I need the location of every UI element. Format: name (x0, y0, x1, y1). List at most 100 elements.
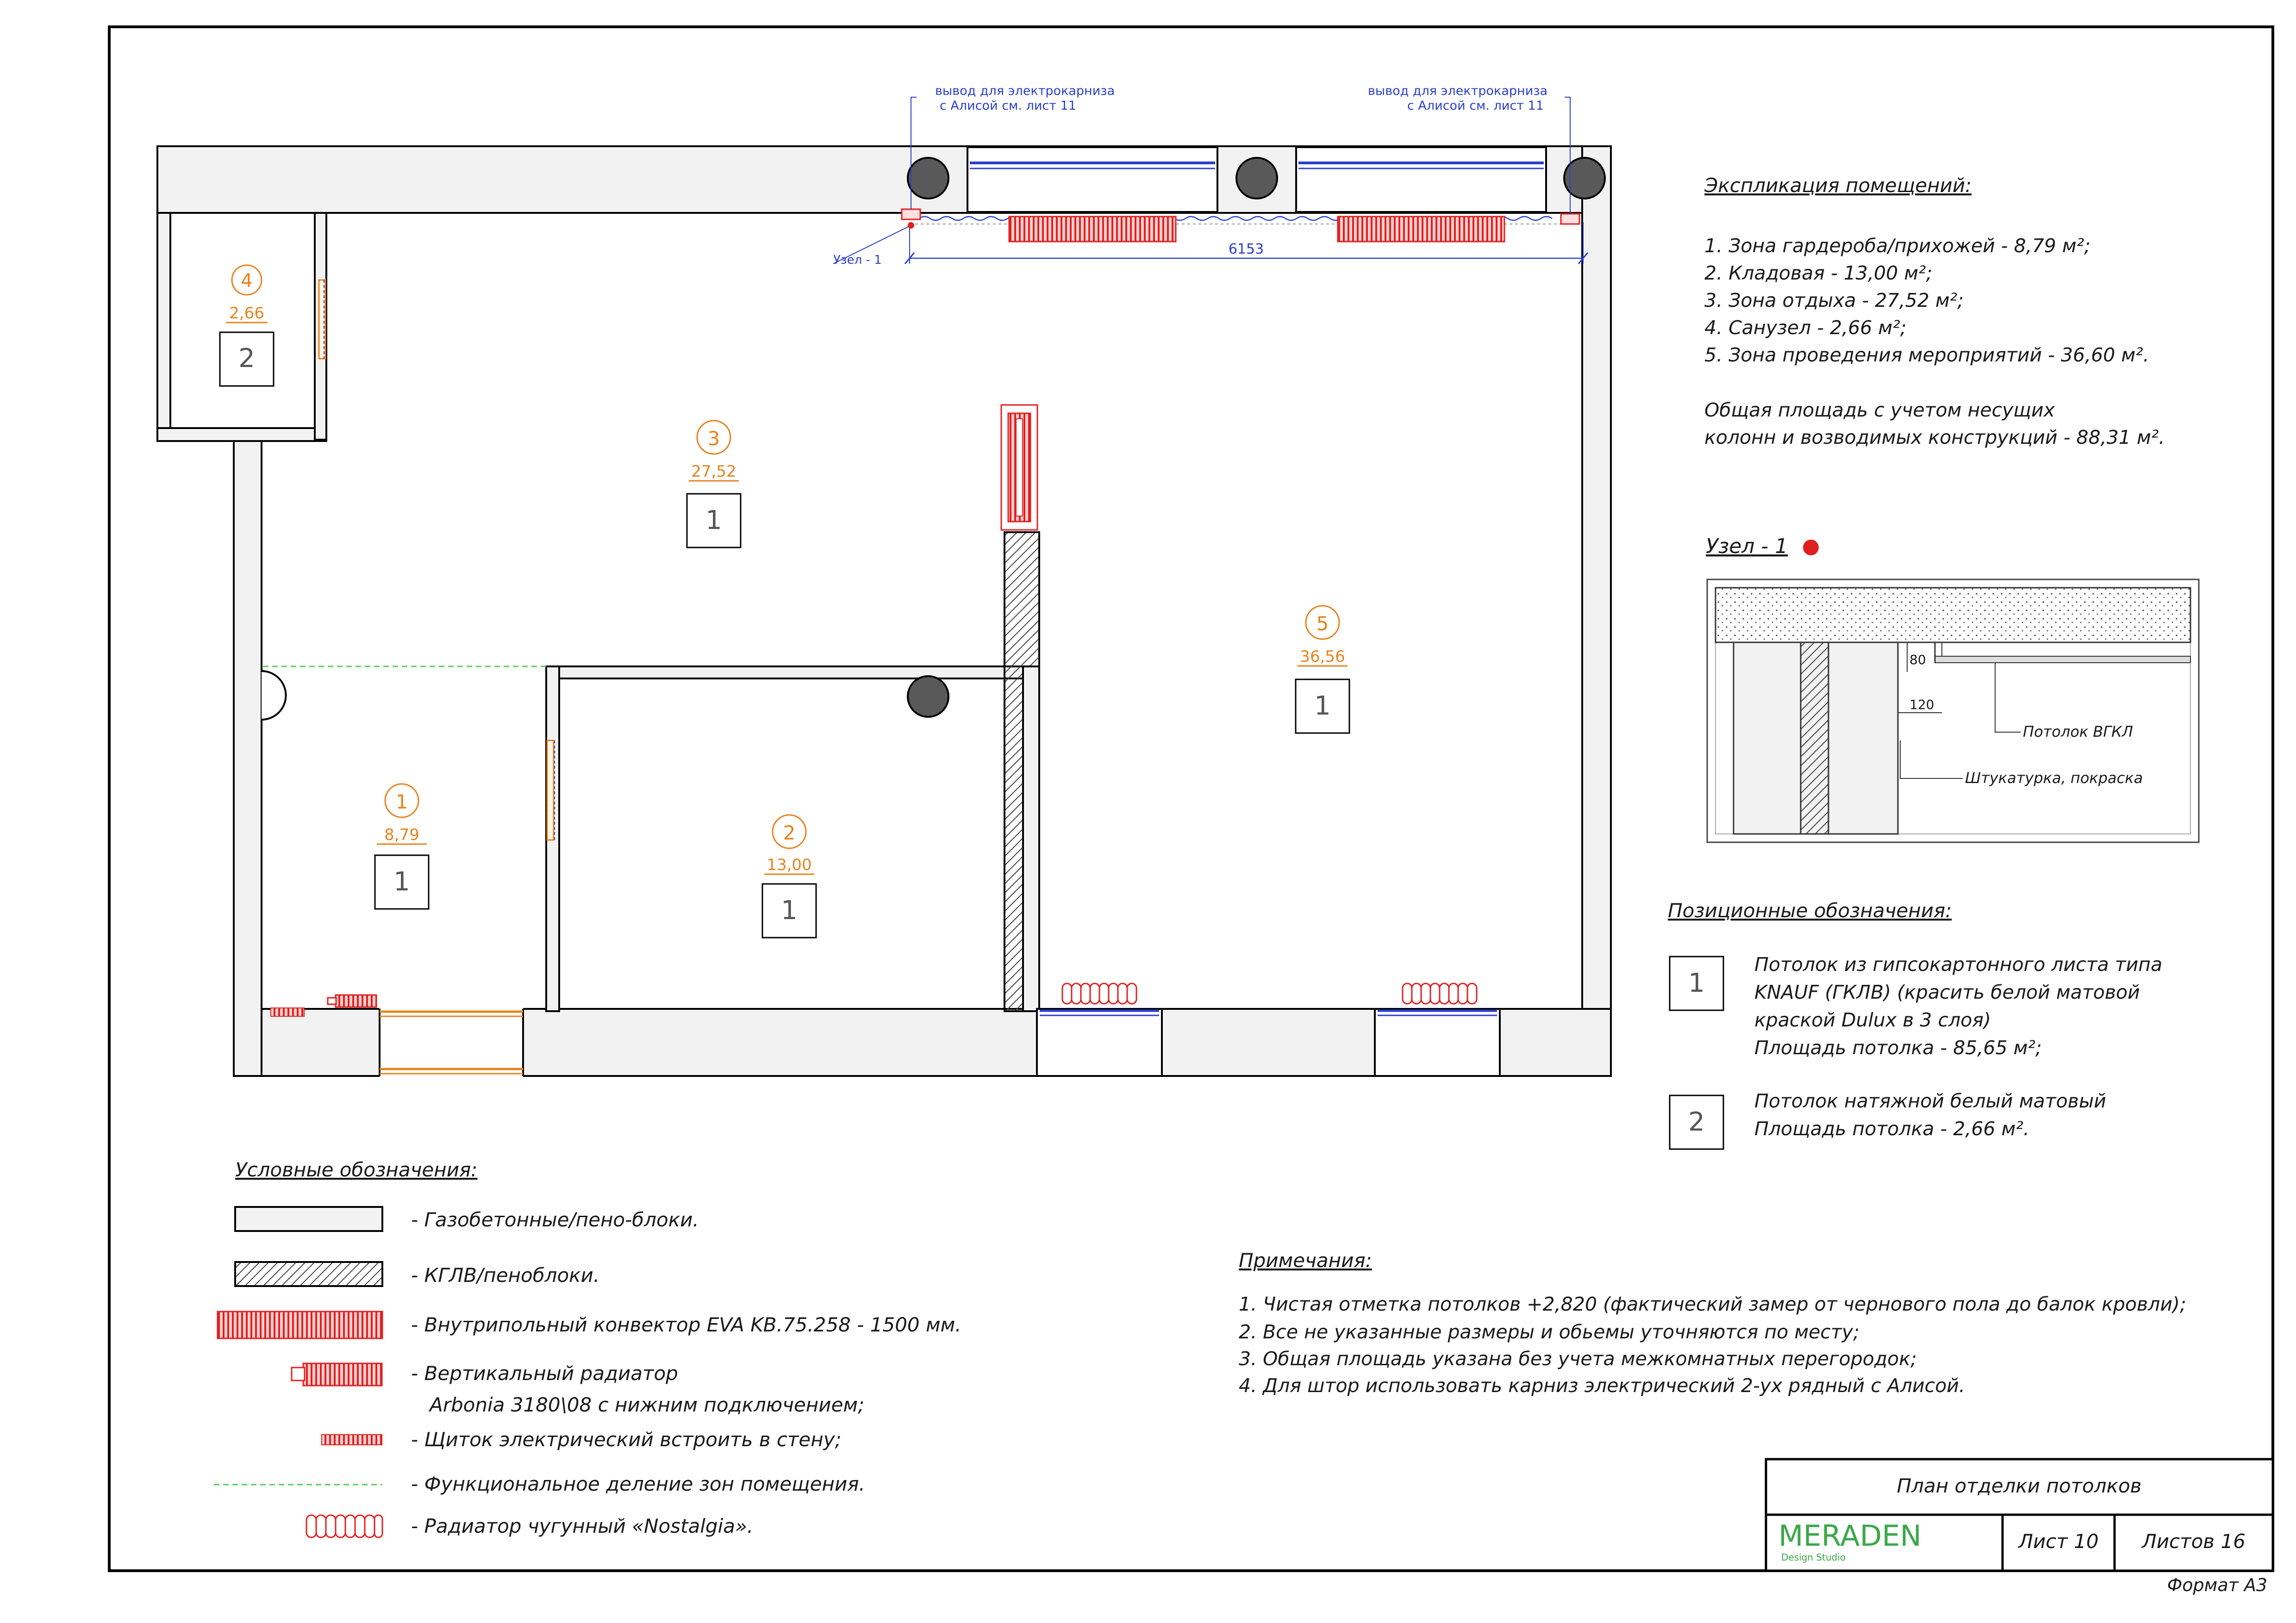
svg-text:1: 1 (1688, 968, 1705, 998)
svg-text:1: 1 (393, 867, 410, 897)
sheet-format: Формат А3 (2167, 1575, 2267, 1595)
room-tag-1: 1 8,79 1 (374, 783, 430, 910)
svg-text:1: 1 (781, 895, 798, 926)
svg-text:Потолок ВГКЛ: Потолок ВГКЛ (2023, 723, 2133, 740)
partition-storage-top (545, 665, 1040, 679)
cornice-callout-right: вывод для электрокарниза с Алисой см. ли… (1368, 84, 1547, 113)
svg-text:4: 4 (241, 270, 252, 292)
column (1563, 157, 1606, 199)
floor-convector (1337, 216, 1505, 243)
svg-text:Потолок натяжной белый матовый: Потолок натяжной белый матовый (1754, 1090, 2106, 1112)
svg-text:колонн и возводимых конструкци: колонн и возводимых конструкций - 88,31 … (1704, 426, 2165, 448)
explication: Экспликация помещений: 1. Зона гардероба… (1704, 174, 2165, 448)
legend-convector-symbol (217, 1311, 383, 1339)
svg-text:2: 2 (783, 821, 796, 844)
room-tag-4: 4 2,66 2 (219, 264, 275, 387)
legend-title: Условные обозначения: (235, 1158, 477, 1181)
room-tag-3: 3 27,52 1 (686, 420, 742, 548)
svg-text:4. Для штор использовать карни: 4. Для штор использовать карниз электрич… (1239, 1374, 1965, 1397)
svg-text:Площадь потолка - 2,66 м².: Площадь потолка - 2,66 м². (1754, 1118, 2029, 1140)
svg-text:вывод для электрокарниза: вывод для электрокарниза (1368, 84, 1547, 98)
svg-text:- Радиатор чугунный «Nostalgia: - Радиатор чугунный «Nostalgia». (411, 1515, 753, 1537)
node-marker (908, 222, 914, 229)
node-marker-icon (1803, 540, 1819, 555)
cornice-outlet (1560, 213, 1580, 225)
svg-text:3. Общая площадь указана без у: 3. Общая площадь указана без учета межко… (1239, 1348, 1917, 1370)
cornice-callout-left: вывод для электрокарниза с Алисой см. ли… (935, 84, 1115, 113)
svg-text:5. Зона проведения мероприятий: 5. Зона проведения мероприятий - 36,60 м… (1704, 344, 2149, 366)
storage-door (546, 740, 555, 841)
column (1235, 157, 1278, 199)
notes-title: Примечания: (1239, 1249, 1372, 1272)
svg-text:1. Чистая отметка потолков +2,: 1. Чистая отметка потолков +2,820 (факти… (1239, 1293, 2186, 1315)
svg-text:с Алисой см. лист 11: с Алисой см. лист 11 (1407, 99, 1544, 113)
sheet-number: Лист 10 (2017, 1530, 2098, 1553)
wall-right (1581, 145, 1612, 1013)
svg-text:2. Все не указанные размеры и: 2. Все не указанные размеры и обьемы уто… (1239, 1321, 1859, 1343)
node-detail: Узел - 1 80 120 Потолок ВГКЛ Штукатурка,… (1706, 535, 2200, 843)
bathroom-door (318, 279, 326, 360)
dimension-text: 6153 (1229, 241, 1264, 257)
svg-text:8,79: 8,79 (384, 826, 419, 844)
svg-text:- Газобетонные/пено-блоки.: - Газобетонные/пено-блоки. (411, 1208, 699, 1231)
svg-text:4. Санузел - 2,66 м²;: 4. Санузел - 2,66 м²; (1704, 317, 1907, 339)
svg-text:краской Dulux в 3 слоя): краской Dulux в 3 слоя) (1754, 1009, 1991, 1031)
positions-title: Позиционные обозначения: (1668, 899, 1952, 922)
svg-text:с Алисой см. лист 11: с Алисой см. лист 11 (940, 99, 1076, 113)
brand-logo: MERADEN (1778, 1519, 1922, 1553)
drawing-title: План отделки потолков (1897, 1474, 2142, 1497)
brand-subtitle: Design Studio (1781, 1552, 1846, 1563)
room-tag-5: 5 36,56 1 (1295, 605, 1350, 734)
svg-text:36,56: 36,56 (1300, 647, 1345, 666)
svg-text:13,00: 13,00 (767, 856, 811, 874)
svg-text:2. Кладовая - 13,00 м²;: 2. Кладовая - 13,00 м²; (1704, 262, 1932, 284)
legend-electric-panel-symbol (321, 1434, 382, 1445)
wall-left (233, 439, 262, 1077)
svg-text:27,52: 27,52 (691, 462, 736, 481)
svg-text:Площадь потолка - 85,65 м²;: Площадь потолка - 85,65 м²; (1754, 1037, 2042, 1059)
svg-text:2: 2 (1688, 1107, 1705, 1137)
svg-text:Штукатурка, покраска: Штукатурка, покраска (1965, 769, 2143, 787)
svg-text:1: 1 (705, 505, 722, 535)
electric-panel (270, 1007, 305, 1017)
title-block: План отделки потолков MERADEN Design Stu… (1765, 1458, 2274, 1572)
svg-text:3: 3 (708, 427, 720, 450)
floor-plan: 6153 (156, 97, 1612, 1077)
notes: Примечания: 1. Чистая отметка потолков +… (1239, 1249, 2186, 1397)
svg-text:Arbonia 3180\08 с нижним подкл: Arbonia 3180\08 с нижним подключением; (428, 1393, 864, 1416)
svg-text:- КГЛВ/пеноблоки.: - КГЛВ/пеноблоки. (411, 1264, 599, 1287)
svg-text:1: 1 (1314, 691, 1331, 721)
legend-gasblock-symbol (234, 1206, 383, 1232)
cast-iron-radiator (1402, 983, 1478, 1005)
svg-text:- Внутрипольный конвектор EVA: - Внутрипольный конвектор EVA KB.75.258 … (411, 1313, 961, 1336)
svg-text:- Функциональное деление зон п: - Функциональное деление зон помещения. (411, 1473, 865, 1495)
svg-text:3. Зона отдыха - 27,52 м²;: 3. Зона отдыха - 27,52 м²; (1704, 289, 1964, 311)
legend-cast-iron-radiator-symbol (306, 1514, 383, 1538)
svg-text:- Вертикальный радиатор: - Вертикальный радиатор (411, 1362, 678, 1385)
svg-text:120: 120 (1909, 697, 1934, 712)
svg-text:KNAUF (ГКЛВ) (красить белой ма: KNAUF (ГКЛВ) (красить белой матовой (1754, 981, 2140, 1003)
node-detail-title: Узел - 1 (1706, 535, 1788, 558)
position-marks: Позиционные обозначения: 1 Потолок из ги… (1668, 899, 2162, 1150)
svg-text:Потолок из гипсокартонного лис: Потолок из гипсокартонного листа типа (1754, 953, 2162, 976)
explication-title: Экспликация помещений: (1704, 174, 1972, 197)
legend-kglv-symbol (234, 1261, 383, 1287)
legend-vertical-radiator-symbol (302, 1362, 383, 1387)
floor-convector (1008, 216, 1177, 243)
svg-text:Общая площадь с учетом несущих: Общая площадь с учетом несущих (1704, 399, 2055, 421)
legend: Условные обозначения: - Газобетонные/пен… (214, 1158, 961, 1538)
vertical-radiator-small (335, 994, 377, 1008)
svg-text:5: 5 (1316, 612, 1329, 635)
svg-text:2,66: 2,66 (229, 304, 264, 323)
room-tag-2: 2 13,00 1 (761, 814, 817, 939)
svg-text:1. Зона гардероба/прихожей - 8: 1. Зона гардероба/прихожей - 8,79 м²; (1704, 235, 2090, 257)
cast-iron-radiator (1061, 983, 1137, 1005)
svg-text:2: 2 (238, 343, 255, 373)
sheets-total: Листов 16 (2141, 1530, 2246, 1553)
node-callout: Узел - 1 (833, 253, 882, 267)
svg-text:- Щиток электрический встроить: - Щиток электрический встроить в стену; (411, 1428, 842, 1451)
svg-text:1: 1 (396, 790, 408, 813)
column (907, 157, 949, 199)
svg-text:вывод для электрокарниза: вывод для электрокарниза (935, 84, 1115, 98)
